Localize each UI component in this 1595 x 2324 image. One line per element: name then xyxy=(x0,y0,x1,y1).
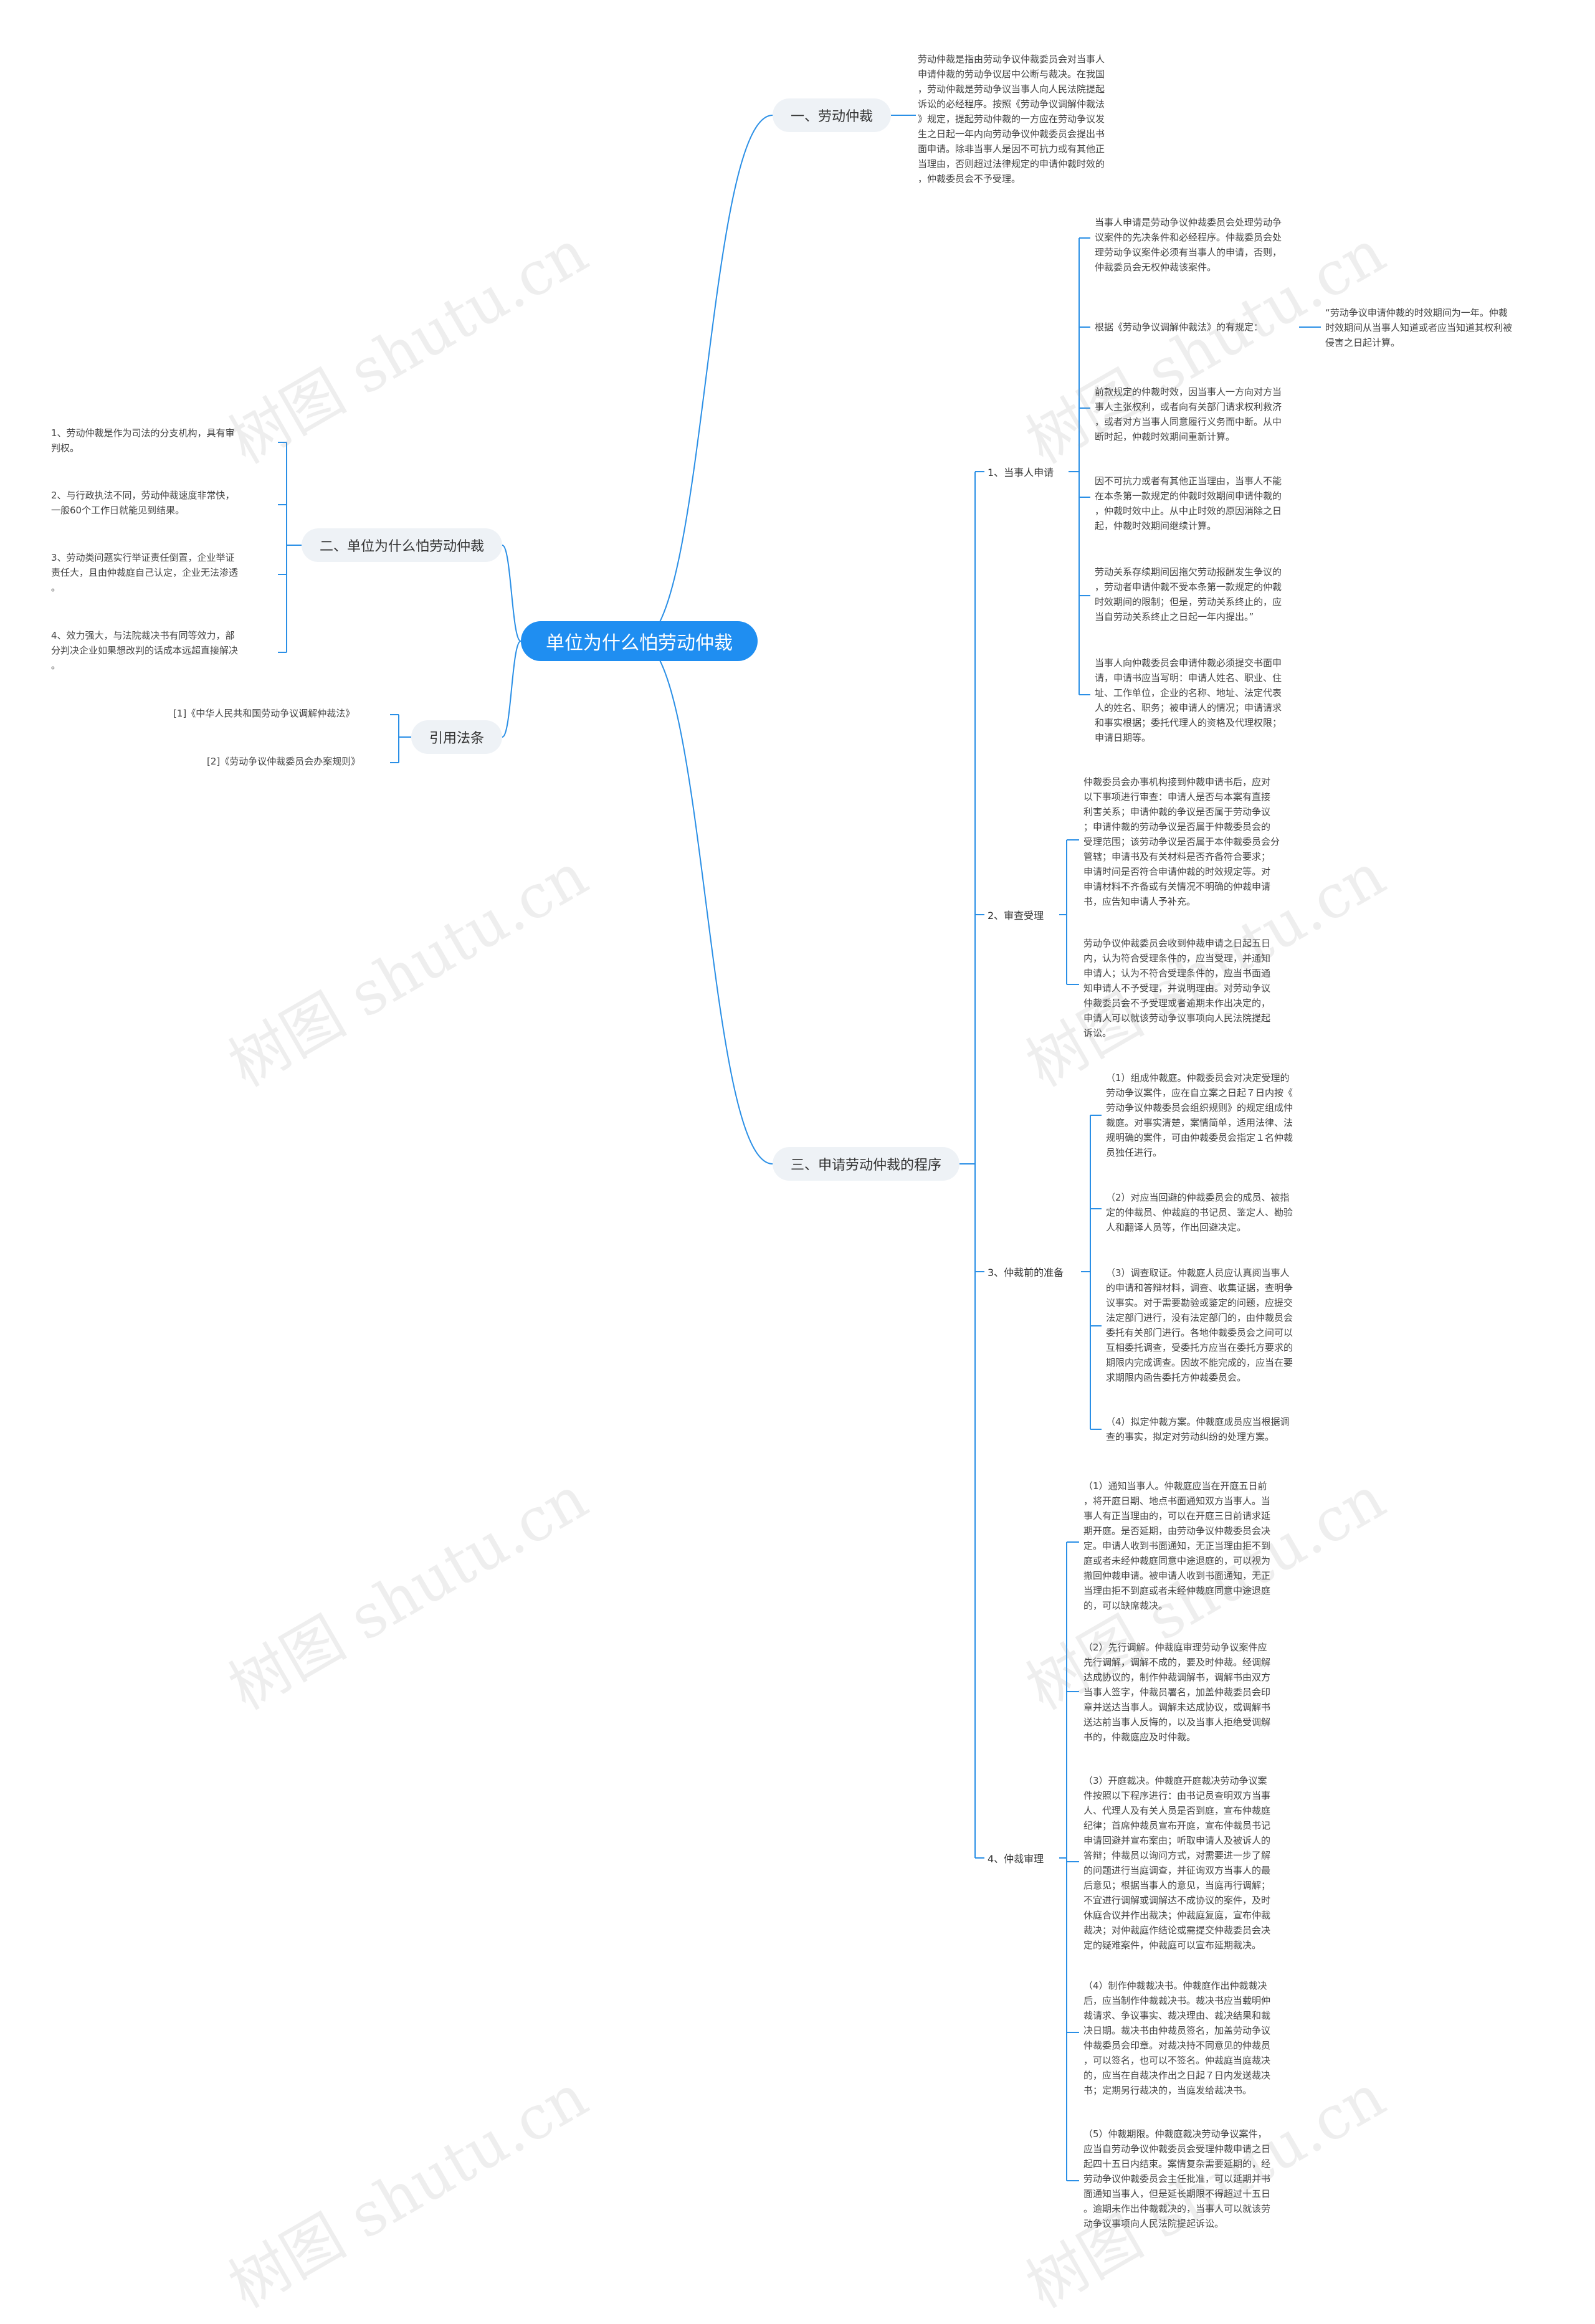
s3-note-3: （3）调查取证。仲裁庭人员应认真阅当事人 的申请和答辩材料，调查、收集证据，查明… xyxy=(1106,1267,1293,1383)
link-root-b3 xyxy=(502,641,521,738)
s1-note-4: 因不可抗力或者有其他正当理由，当事人不能 在本条第一款规定的仲裁时效期间申请仲裁… xyxy=(1095,475,1282,531)
s3-note-1: （1）组成仲裁庭。仲裁委员会对决定受理的 劳动争议案件，应在自立案之日起７日内按… xyxy=(1106,1072,1293,1158)
b2-reason-3: 3、劳动类问题实行举证责任倒置，企业举证 责任大，且由仲裁庭自己认定，企业无法渗… xyxy=(51,552,239,593)
s2-note-2: 劳动争议仲裁委员会收到仲裁申请之日起五日 内，认为符合受理条件的，应当受理，并通… xyxy=(1083,938,1271,1039)
s2-note-1: 仲裁委员会办事机构接到仲裁申请书后，应对 以下事项进行审查：申请人是否与本案有直… xyxy=(1083,776,1280,907)
s3-note-2: （2）对应当回避的仲裁委员会的成员、被指 定的仲裁员、仲裁庭的书记员、鉴定人、勘… xyxy=(1106,1192,1293,1233)
step-review[interactable]: 2、审查受理 xyxy=(988,910,1044,922)
s4-note-5: （5）仲裁期限。仲裁庭裁决劳动争议案件， 应当自劳动争议仲裁委员会受理仲裁申请之… xyxy=(1083,2128,1271,2229)
s4-note-2: （2）先行调解。仲裁庭审理劳动争议案件应 先行调解，调解不成的，要及时仲裁。经调… xyxy=(1083,1642,1271,1743)
s1-note-2-quote: “劳动争议申请仲裁的时效期间为一年。仲裁 时效期间从当事人知道或者应当知道其权利… xyxy=(1325,307,1513,348)
b2-reason-1: 1、劳动仲裁是作为司法的分支机构，具有审 判权。 xyxy=(51,427,235,454)
law-ref-2: [2]《劳动争议仲裁委员会办案规则》 xyxy=(207,756,361,767)
step-apply[interactable]: 1、当事人申请 xyxy=(988,467,1054,479)
link-root-b1 xyxy=(639,115,773,642)
b1-description: 劳动仲裁是指由劳动争议仲裁委员会对当事人 申请仲裁的劳动争议居中公断与裁决。在我… xyxy=(918,54,1105,184)
s1-note-2: 根据《劳动争议调解仲裁法》的有规定： xyxy=(1095,321,1264,333)
s4-note-4: （4）制作仲裁裁决书。仲裁庭作出仲裁裁决 后，应当制作仲裁裁决书。裁决书应当载明… xyxy=(1083,1980,1271,2096)
b2-reason-4: 4、效力强大，与法院裁决书有同等效力，部 分判决企业如果想改判的话成本远超直接解… xyxy=(51,630,239,671)
connector-lines xyxy=(278,115,1321,2181)
b2-reason-2: 2、与行政执法不同，劳动仲裁速度非常快， 一般60个工作日就能见到结果。 xyxy=(51,490,235,516)
branch-procedure[interactable]: 三、申请劳动仲裁的程序 xyxy=(773,1147,959,1181)
step-hearing[interactable]: 4、仲裁审理 xyxy=(988,1853,1044,1865)
s4-note-1: （1）通知当事人。仲裁庭应当在开庭五日前 ，将开庭日期、地点书面通知双方当事人。… xyxy=(1083,1480,1271,1611)
link-root-b4 xyxy=(639,641,773,1164)
s1-note-1: 当事人申请是劳动争议仲裁委员会处理劳动争 议案件的先决条件和必经程序。仲裁委员会… xyxy=(1095,217,1282,273)
law-ref-1: [1]《中华人民共和国劳动争议调解仲裁法》 xyxy=(173,708,355,719)
s4-note-3: （3）开庭裁决。仲裁庭开庭裁决劳动争议案 件按照以下程序进行：由书记员查明双方当… xyxy=(1083,1775,1271,1951)
s1-note-6: 当事人向仲裁委员会申请仲裁必须提交书面申 请，申请书应当写明：申请人姓名、职业、… xyxy=(1095,657,1282,743)
step-preparation[interactable]: 3、仲裁前的准备 xyxy=(988,1267,1064,1279)
branch-cited-laws[interactable]: 引用法条 xyxy=(411,720,502,754)
link-root-b2 xyxy=(502,545,521,642)
branch-why-fear[interactable]: 二、单位为什么怕劳动仲裁 xyxy=(302,528,502,562)
s1-note-5: 劳动关系存续期间因拖欠劳动报酬发生争议的 ，劳动者申请仲裁不受本条第一款规定的仲… xyxy=(1095,566,1282,622)
s3-note-4: （4）拟定仲裁方案。仲裁庭成员应当根据调 查的事实，拟定对劳动纠纷的处理方案。 xyxy=(1106,1416,1290,1442)
root-topic[interactable]: 单位为什么怕劳动仲裁 xyxy=(521,621,758,661)
s1-note-3: 前款规定的仲裁时效，因当事人一方向对方当 事人主张权利，或者向有关部门请求权利救… xyxy=(1095,386,1282,442)
branch-labor-arbitration[interactable]: 一、劳动仲裁 xyxy=(773,98,891,132)
